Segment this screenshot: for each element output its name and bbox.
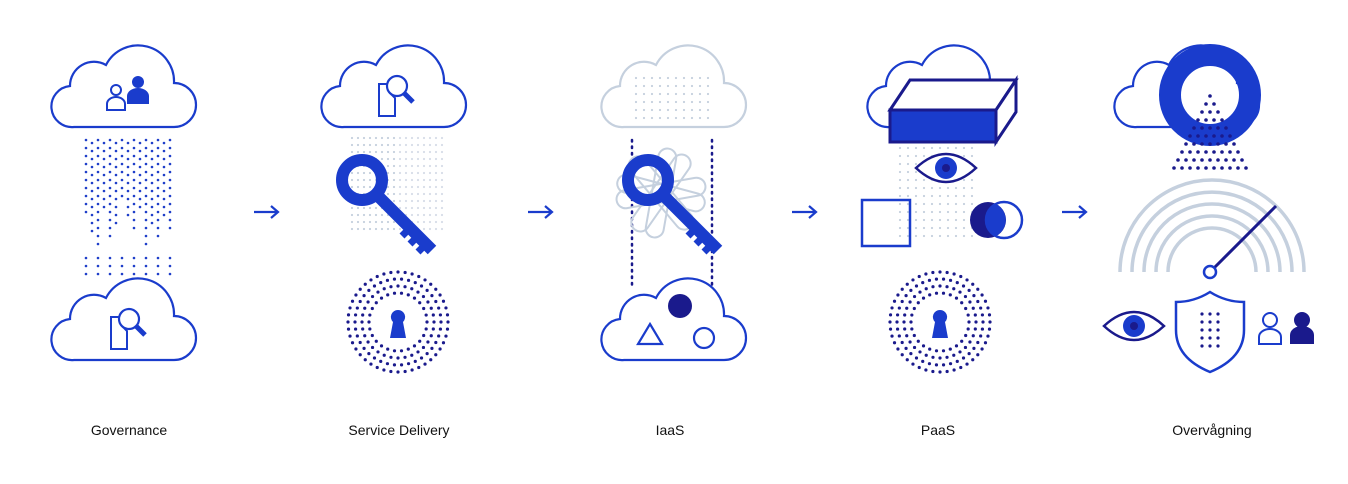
cloud-icon (600, 277, 748, 362)
data-rain-dots (84, 138, 172, 246)
iaas-illustration (600, 44, 748, 362)
users-icon (1258, 312, 1314, 345)
stage-label-overvagning: Overvågning (1172, 422, 1252, 438)
gauge-needle-icon (1202, 204, 1278, 280)
service-delivery-illustration (320, 44, 468, 374)
shield-icon (1174, 290, 1246, 374)
stage-label-iaas: IaaS (655, 422, 685, 438)
cloud-icon (600, 44, 748, 129)
stage-label-governance: Governance (90, 422, 168, 438)
stage-label-paas: PaaS (920, 422, 956, 438)
document-search-icon (110, 307, 147, 350)
data-rain-dots-lower (84, 256, 172, 276)
shapes-icon (636, 294, 716, 350)
arrow-right-icon (528, 205, 554, 219)
overlapping-circles-icon (970, 200, 1024, 240)
radar-arcs-icon (1118, 178, 1306, 273)
key-icon (336, 154, 437, 255)
keyhole-lock-icon (346, 270, 450, 374)
eye-icon (1102, 310, 1166, 342)
keyhole-lock-icon (888, 270, 992, 374)
overvagning-illustration (1102, 44, 1314, 374)
dotted-boundary-lines (630, 138, 714, 287)
eye-icon (914, 152, 978, 184)
cloud-icon (50, 44, 198, 129)
arrow-right-icon (1062, 205, 1088, 219)
dotted-triangle-icon (1172, 94, 1248, 170)
document-search-icon (378, 74, 415, 117)
key-icon (622, 154, 723, 255)
governance-illustration (50, 44, 198, 362)
stage-label-service-delivery: Service Delivery (348, 422, 450, 438)
arrow-right-icon (254, 205, 280, 219)
cloud-dots (634, 76, 710, 120)
users-icon (106, 76, 149, 111)
paas-illustration (860, 44, 1024, 374)
ring-icon (1159, 44, 1261, 146)
arrow-right-icon (792, 205, 818, 219)
box-icon (887, 75, 1019, 147)
square-icon (860, 198, 912, 248)
